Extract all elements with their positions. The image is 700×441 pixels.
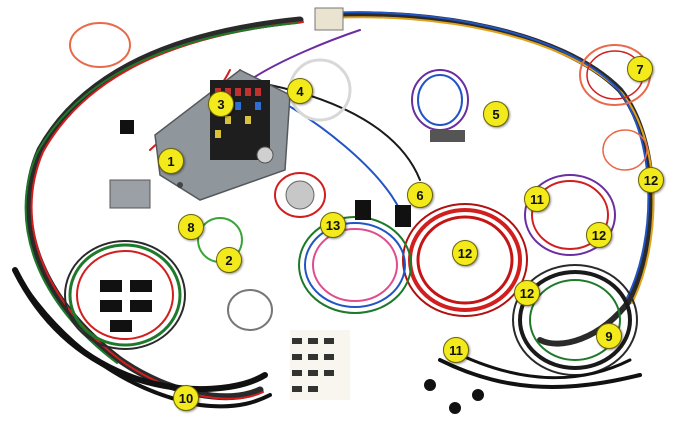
callout-12-right: 12 [638, 167, 664, 193]
connector-black-1 [120, 120, 134, 134]
coil-right-bottom [518, 270, 632, 370]
callout-8: 8 [178, 214, 204, 240]
connector-left-stack [100, 280, 122, 292]
connector-black-3 [395, 205, 411, 227]
callout-2: 2 [216, 247, 242, 273]
callout-1: 1 [158, 148, 184, 174]
callout-4: 4 [287, 78, 313, 104]
callout-11-top: 11 [524, 186, 550, 212]
callout-10: 10 [173, 385, 199, 411]
coil-red-small [274, 172, 326, 218]
coil-right-mid [524, 174, 616, 256]
callout-12-mid-right: 12 [586, 222, 612, 248]
headlight-switch [109, 179, 151, 209]
coil-pink [602, 129, 648, 171]
callout-13: 13 [320, 212, 346, 238]
grommet [424, 379, 436, 391]
coil-left [68, 243, 182, 347]
callout-5: 5 [483, 101, 509, 127]
callout-12-red-coil: 12 [452, 240, 478, 266]
connector-black-2 [355, 200, 371, 220]
fuse-panel [154, 69, 291, 201]
top-connector [314, 7, 344, 31]
coil-small-grey [227, 289, 273, 331]
coil-center [304, 222, 406, 308]
callout-12-lower: 12 [514, 280, 540, 306]
callout-9: 9 [596, 323, 622, 349]
bottom-cable-right [438, 358, 642, 389]
callout-7: 7 [627, 56, 653, 82]
callout-6: 6 [407, 182, 433, 208]
flasher [285, 180, 315, 210]
connector-grey [430, 130, 465, 142]
coil-violet [411, 69, 469, 131]
coil-top-left [69, 22, 131, 68]
callout-3: 3 [208, 91, 234, 117]
callout-11-bottom: 11 [443, 337, 469, 363]
